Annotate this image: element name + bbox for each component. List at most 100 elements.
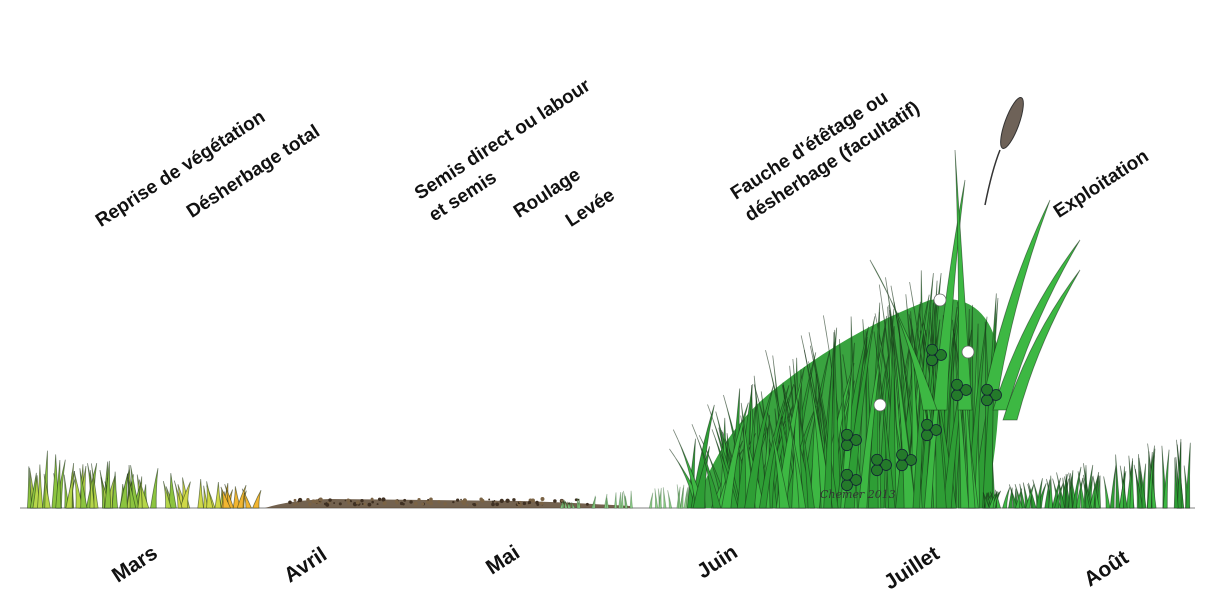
grass-blade (832, 332, 842, 509)
soil-clod (560, 499, 564, 503)
soil-clod (518, 500, 522, 504)
soil-clod (456, 498, 460, 502)
soil-clod (347, 501, 351, 505)
grass-blade (571, 502, 576, 509)
soil-clod (461, 500, 466, 505)
grass-blade (119, 473, 129, 509)
clover-leaflet (905, 454, 917, 466)
grass-blade (1138, 457, 1147, 509)
grass-blade (954, 149, 973, 411)
soil-clod (395, 500, 399, 505)
soil-clod (346, 498, 351, 503)
soil-clod (370, 497, 374, 501)
seed-head-icon (984, 97, 1024, 206)
soil-clod (553, 499, 557, 503)
grass-blade (765, 350, 800, 509)
soil-clod (355, 500, 360, 505)
grass-blade (869, 259, 938, 411)
soil-clod (417, 498, 421, 502)
grass-blade (127, 473, 137, 509)
grass-blade (1048, 475, 1054, 509)
soil-clod (367, 502, 372, 507)
grass-blade (1185, 442, 1191, 509)
soil-clod (328, 498, 332, 502)
grass-blade (1173, 457, 1179, 509)
clover-leaflet (930, 424, 942, 436)
grass-blade (620, 492, 624, 509)
grass-blade (658, 487, 662, 509)
clover-leaflet (850, 474, 862, 486)
grass-blade (654, 488, 659, 509)
grass-blade (648, 492, 654, 509)
grass-blade (1109, 465, 1117, 509)
grass-blade (1035, 478, 1043, 509)
soil-clod (522, 501, 527, 506)
clover-leaflet (951, 389, 963, 402)
soil-clod (293, 503, 296, 506)
grass-blade (1002, 269, 1081, 421)
grass-blade (618, 491, 622, 509)
soil-clod (480, 498, 485, 503)
early-spring-grass (27, 450, 262, 509)
clover-leaflet (926, 354, 938, 367)
clover-leaflet (960, 384, 972, 396)
soil-clod (306, 497, 310, 502)
soil-clod (428, 501, 434, 506)
clover-leaflet (981, 394, 993, 407)
soil-clod (443, 502, 447, 506)
soil-clod (505, 498, 510, 503)
grass-blade (559, 500, 564, 509)
regrowth-grass (982, 438, 1191, 509)
clover-leaflet (921, 418, 933, 431)
soil-clod (472, 503, 475, 506)
grass-blade (624, 495, 628, 509)
artist-signature: Chemer 2013 (820, 488, 896, 501)
grass-blade (1129, 458, 1135, 509)
soil-clod (382, 501, 387, 506)
clover-leaflet (841, 439, 853, 452)
seed-head-spike (1000, 97, 1024, 149)
soil-clod (493, 499, 496, 502)
grass-blade (823, 329, 836, 509)
grass-blade (79, 468, 88, 509)
soil-clod (344, 499, 347, 502)
soil-clod (540, 501, 544, 506)
grass-blade (214, 482, 222, 509)
grass-blade (220, 486, 232, 509)
grass-blade (1082, 478, 1091, 509)
soil-clod (318, 497, 323, 502)
grass-blade (27, 466, 33, 509)
soil-clod (381, 497, 386, 502)
grass-blade (605, 497, 610, 509)
grass-blade (1133, 464, 1144, 509)
grass-blade (104, 460, 112, 509)
grass-blade (224, 484, 235, 509)
grass-blade (952, 319, 970, 509)
soil-clod (361, 502, 364, 506)
soil-clod (360, 498, 364, 503)
grass-blade (1118, 471, 1127, 509)
clover-leaflet (841, 428, 853, 441)
grass-blade (1176, 442, 1182, 509)
grass-blade (982, 492, 990, 509)
grass-blade (206, 481, 214, 509)
soil-clod (296, 502, 300, 505)
soil-clod (333, 502, 336, 504)
grass-blade (592, 495, 596, 509)
soil-clod (338, 502, 342, 506)
clover-flower (933, 293, 947, 307)
grass-blade (982, 199, 1051, 401)
clover-leaflet (935, 349, 947, 361)
soil-clod (460, 498, 462, 501)
grass-blade (667, 490, 673, 509)
grass-blade (662, 487, 667, 509)
clover-flower (873, 398, 887, 412)
soil-clod (466, 503, 469, 507)
grass-blade (1008, 487, 1013, 509)
grass-blade (111, 471, 119, 509)
grass-blade (794, 385, 815, 509)
grass-blade (1072, 466, 1082, 509)
soil-clod (413, 501, 418, 506)
vegetation-illustration (20, 97, 1195, 509)
grass-blade (566, 501, 572, 509)
